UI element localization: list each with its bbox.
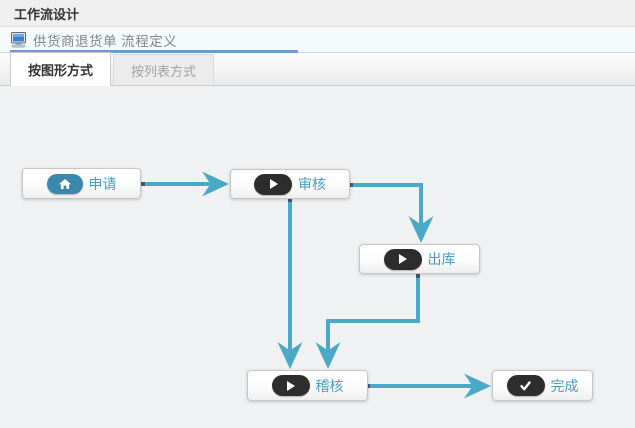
workflow-canvas[interactable]: 申请 审核 出库 稽核 bbox=[0, 86, 635, 427]
connector-origin-dot bbox=[140, 182, 145, 186]
doc-title-underline bbox=[10, 50, 298, 53]
connector-outbound-audit bbox=[326, 276, 420, 351]
node-badge bbox=[254, 173, 292, 195]
tab-graph-view-label: 按图形方式 bbox=[28, 63, 94, 78]
flow-node-apply[interactable]: 申请 bbox=[22, 168, 141, 199]
connector-review-outbound bbox=[350, 183, 423, 225]
flow-node-outbound[interactable]: 出库 bbox=[359, 244, 480, 274]
connector-origin-dot bbox=[348, 183, 353, 187]
node-badge bbox=[506, 375, 545, 396]
play-icon bbox=[287, 380, 295, 391]
node-badge bbox=[271, 375, 310, 396]
home-icon bbox=[58, 178, 71, 189]
tab-graph-view[interactable]: 按图形方式 bbox=[10, 52, 112, 86]
arrowhead-audit-right bbox=[315, 342, 341, 369]
flow-node-review[interactable]: 审核 bbox=[230, 169, 350, 199]
arrowhead-review bbox=[202, 171, 229, 197]
node-label: 稽核 bbox=[315, 377, 344, 394]
flow-node-complete[interactable]: 完成 bbox=[492, 370, 593, 401]
node-label: 出库 bbox=[427, 251, 456, 267]
node-label: 申请 bbox=[88, 175, 117, 192]
arrowhead-audit-left bbox=[277, 342, 303, 369]
connector-origin-dot bbox=[288, 198, 292, 202]
arrowhead-complete bbox=[464, 373, 491, 399]
doc-title-bar: 供货商退货单 流程定义 bbox=[0, 27, 635, 53]
flow-node-audit[interactable]: 稽核 bbox=[247, 370, 368, 401]
connector-origin-dot bbox=[366, 384, 370, 388]
node-label: 完成 bbox=[550, 377, 579, 394]
tab-list-view[interactable]: 按列表方式 bbox=[113, 54, 215, 85]
node-badge bbox=[46, 173, 83, 194]
play-icon bbox=[399, 254, 407, 264]
node-badge bbox=[383, 248, 422, 270]
connector-layer bbox=[140, 171, 491, 399]
doc-title: 供货商退货单 流程定义 bbox=[33, 33, 178, 49]
connector-origin-dot bbox=[416, 274, 420, 278]
node-label: 审核 bbox=[298, 176, 326, 192]
arrowhead-outbound bbox=[408, 216, 434, 243]
play-icon bbox=[269, 179, 278, 189]
app-title: 工作流设计 bbox=[14, 6, 80, 22]
tab-bar: 按图形方式 按列表方式 bbox=[0, 52, 635, 86]
computer-icon bbox=[11, 31, 26, 47]
app-header: 工作流设计 bbox=[0, 0, 635, 27]
check-icon bbox=[520, 380, 531, 390]
tab-list-view-label: 按列表方式 bbox=[131, 63, 197, 79]
